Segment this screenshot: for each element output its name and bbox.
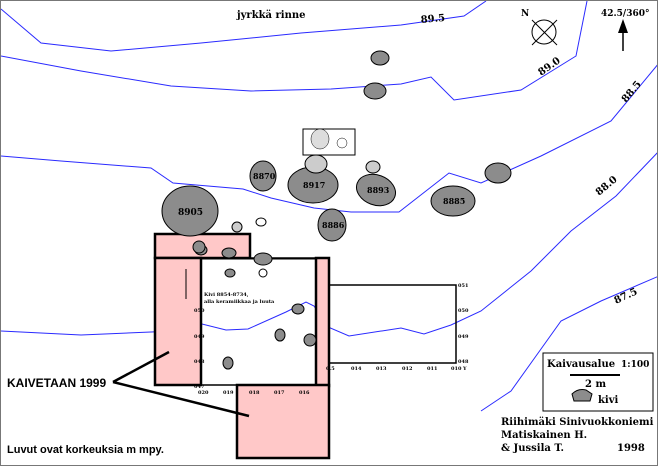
y-tick: 047 bbox=[194, 384, 205, 390]
stone-id: 8917 bbox=[303, 180, 325, 190]
y-tick: 050 bbox=[458, 308, 469, 314]
x-tick: 010 bbox=[451, 366, 462, 372]
legend-title: Kaivausalue bbox=[547, 359, 615, 370]
contour-label: 88.5 bbox=[620, 79, 644, 105]
legend-scale-bar: 2 m bbox=[585, 379, 606, 390]
excavation-label: KAIVETAAN 1999 bbox=[7, 376, 106, 390]
stone-note: Kivi 8854-8734, bbox=[204, 292, 249, 298]
y-tick: 048 bbox=[458, 359, 469, 365]
slope-label: jyrkkä rinne bbox=[236, 10, 306, 21]
credit-line: Riihimäki Sinivuokkoniemi bbox=[501, 417, 654, 428]
stone-id: 8905 bbox=[178, 208, 203, 218]
stone-id: 8870 bbox=[253, 171, 276, 181]
footnote: Luvut ovat korkeuksia m mpy. bbox=[7, 444, 164, 456]
stone-id: 8885 bbox=[443, 196, 465, 206]
credit-line: & Jussila T. bbox=[501, 443, 564, 454]
bearing-label: 42.5/360° bbox=[601, 9, 650, 19]
y-tick: 050 bbox=[194, 308, 205, 314]
x-tick: 020 bbox=[198, 390, 209, 396]
contour-89-5 bbox=[1, 1, 487, 52]
contour-89-0 bbox=[1, 1, 588, 101]
compass-icon bbox=[531, 19, 558, 46]
contour-label: 88.0 bbox=[594, 174, 620, 198]
x-tick: 019 bbox=[223, 390, 234, 396]
x-tick: 011 bbox=[427, 366, 437, 372]
x-tick: 016 bbox=[299, 390, 310, 396]
stones bbox=[161, 50, 512, 370]
north-arrow-icon bbox=[618, 19, 628, 33]
x-tick: 012 bbox=[402, 366, 413, 372]
stone-id: 8893 bbox=[367, 185, 390, 195]
credit-line: Matiskainen H. bbox=[501, 430, 587, 441]
y-tick: 051 bbox=[458, 283, 468, 289]
x-axis-label: Y bbox=[462, 366, 467, 372]
legend-stone-icon bbox=[571, 389, 593, 402]
detail-box bbox=[302, 128, 356, 156]
credit-year: 1998 bbox=[617, 443, 645, 454]
contour-label: 89.0 bbox=[536, 55, 562, 78]
north-label: N bbox=[521, 9, 529, 19]
y-tick: 048 bbox=[194, 359, 205, 365]
x-tick: 017 bbox=[274, 390, 285, 396]
legend-box bbox=[542, 352, 654, 412]
stone-id: 8886 bbox=[322, 220, 345, 230]
excavation-pointer bbox=[112, 350, 250, 418]
y-tick: 049 bbox=[194, 334, 205, 340]
legend-stone-label: kivi bbox=[598, 395, 619, 406]
x-tick: 0.5 bbox=[326, 366, 335, 372]
x-tick: 018 bbox=[249, 390, 260, 396]
contour-label: 87.5 bbox=[613, 286, 640, 306]
contour-label: 89.5 bbox=[420, 13, 445, 26]
stone-note: alla keramiikkaa ja luuta bbox=[204, 299, 275, 305]
x-tick: 013 bbox=[376, 366, 387, 372]
excavation-areas bbox=[153, 232, 331, 460]
y-tick: 049 bbox=[458, 334, 469, 340]
contour-87-5 bbox=[480, 276, 657, 412]
legend-scale: 1:100 bbox=[621, 360, 649, 370]
x-tick: 014 bbox=[351, 366, 362, 372]
